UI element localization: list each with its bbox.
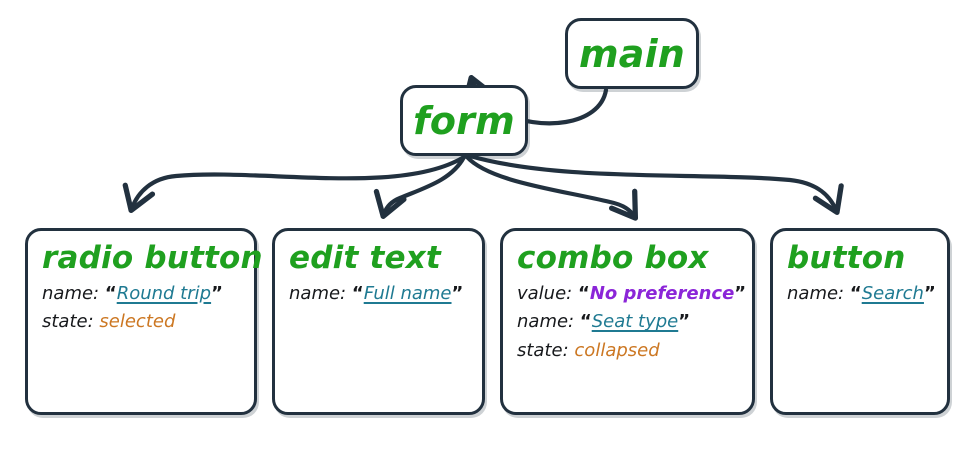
property-value: collapsed xyxy=(574,339,660,361)
node-form[interactable]: form xyxy=(400,85,528,156)
node-button-properties: name: “Search” xyxy=(773,280,947,308)
quote-open: “ xyxy=(579,311,592,333)
property-value: Search xyxy=(861,283,924,304)
property-row: name: “Round trip” xyxy=(42,280,254,308)
node-edit-text-properties: name: “Full name” xyxy=(275,280,482,308)
edge-form-to-edit-text xyxy=(384,154,467,214)
property-key: state: xyxy=(42,311,94,333)
edge-form-to-button xyxy=(467,153,836,210)
property-key: name: xyxy=(289,283,347,304)
edge-form-to-radio-button xyxy=(132,154,467,208)
node-form-title: form xyxy=(413,98,515,143)
node-combo-box[interactable]: combo box value: “No preference” name: “… xyxy=(500,228,755,415)
node-main-title: main xyxy=(578,31,686,76)
quote-close: ” xyxy=(678,311,691,333)
node-edit-text-title: edit text xyxy=(289,240,441,276)
node-button-title: button xyxy=(787,240,906,276)
property-row: name: “Full name” xyxy=(289,280,482,308)
quote-open: “ xyxy=(351,283,364,304)
node-radio-button[interactable]: radio button name: “Round trip” state: s… xyxy=(25,228,263,415)
quote-open: “ xyxy=(577,283,590,304)
property-value: selected xyxy=(99,311,176,333)
quote-open: “ xyxy=(104,283,117,304)
node-edit-text[interactable]: edit text name: “Full name” xyxy=(272,228,485,415)
property-value: Full name xyxy=(363,283,452,304)
property-value: Round trip xyxy=(116,283,212,304)
node-combo-box-title: combo box xyxy=(517,240,709,276)
quote-close: ” xyxy=(211,283,223,304)
property-value: Seat type xyxy=(591,311,679,333)
property-key: state: xyxy=(517,339,569,361)
property-row: name: “Seat type” xyxy=(517,308,752,336)
property-key: name: xyxy=(787,283,845,304)
property-row: value: “No preference” xyxy=(517,280,752,308)
property-row: name: “Search” xyxy=(787,280,947,308)
edge-form-to-combo-box xyxy=(464,154,634,216)
node-button[interactable]: button name: “Search” xyxy=(770,228,950,415)
property-row: state: collapsed xyxy=(517,337,752,365)
node-combo-box-properties: value: “No preference” name: “Seat type”… xyxy=(503,280,752,365)
property-key: value: xyxy=(517,283,573,304)
property-row: state: selected xyxy=(42,308,254,336)
quote-close: ” xyxy=(923,283,936,304)
node-main[interactable]: main xyxy=(565,18,699,89)
quote-open: “ xyxy=(849,283,862,304)
node-radio-button-properties: name: “Round trip” state: selected xyxy=(28,280,254,337)
quote-close: ” xyxy=(451,283,464,304)
property-key: name: xyxy=(42,283,100,304)
property-key: name: xyxy=(517,311,575,333)
property-value: No preference xyxy=(589,283,735,304)
quote-close: ” xyxy=(734,283,747,304)
node-radio-button-title: radio button xyxy=(42,240,263,276)
